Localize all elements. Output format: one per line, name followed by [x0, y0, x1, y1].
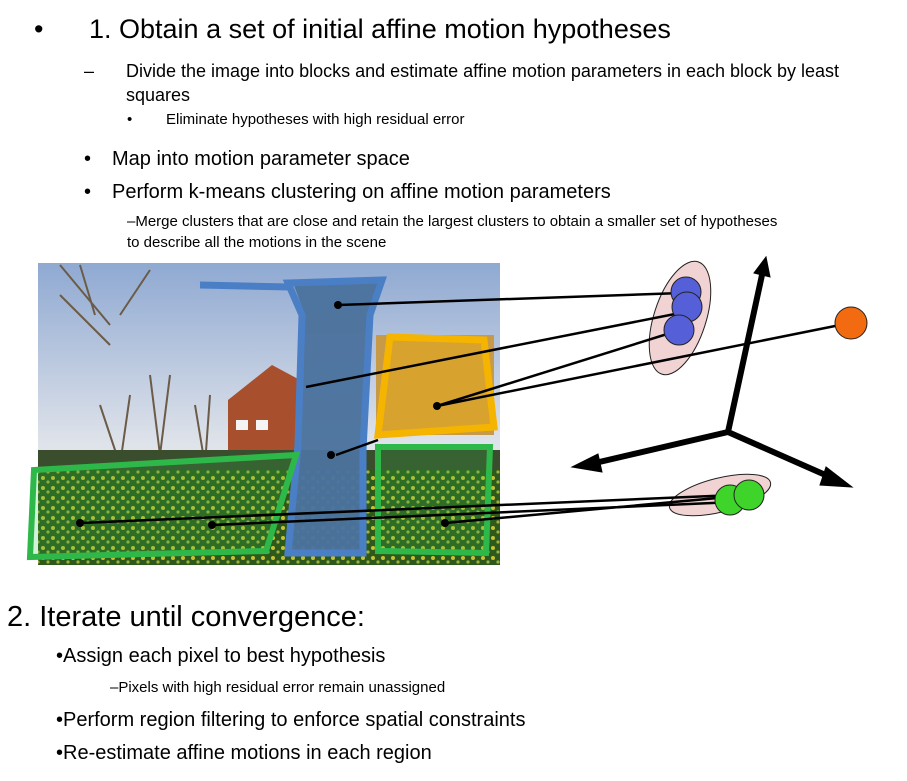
step1-bullet: • — [34, 14, 44, 44]
block-anchor-dots — [76, 301, 449, 529]
step2-item2: •Perform region filtering to enforce spa… — [56, 709, 526, 731]
step1-item1-bullet: • — [84, 148, 92, 170]
step2-title: 2. Iterate until convergence: — [7, 601, 365, 633]
step1-item1-text: Map into motion parameter space — [112, 148, 410, 170]
blue-cluster-points — [663, 276, 703, 346]
step1-item2-bullet: • — [84, 181, 92, 203]
step1-subsub-bullet: • — [127, 111, 133, 128]
step2-item1-sub: –Pixels with high residual error remain … — [110, 679, 446, 696]
orange-cluster-point — [834, 306, 868, 340]
green-cluster-points — [714, 479, 765, 516]
parameter-space-axes — [570, 255, 854, 488]
step1-item2-sub: –Merge clusters that are close and retai… — [127, 213, 778, 251]
step1-subsub-text: Eliminate hypotheses with high residual … — [166, 111, 465, 128]
step1-title: 1. Obtain a set of initial affine motion… — [89, 14, 671, 44]
region-outlines — [26, 276, 498, 561]
step2-item1: •Assign each pixel to best hypothesis — [56, 645, 386, 667]
step1-sub-dash: – — [84, 61, 95, 81]
step1-sub-text: Divide the image into blocks and estimat… — [126, 61, 840, 105]
motion-clustering-figure — [26, 255, 868, 565]
step1-item2-text: Perform k-means clustering on affine mot… — [112, 181, 611, 203]
connection-lines — [79, 291, 851, 527]
step2-item3: •Re-estimate affine motions in each regi… — [56, 742, 432, 764]
